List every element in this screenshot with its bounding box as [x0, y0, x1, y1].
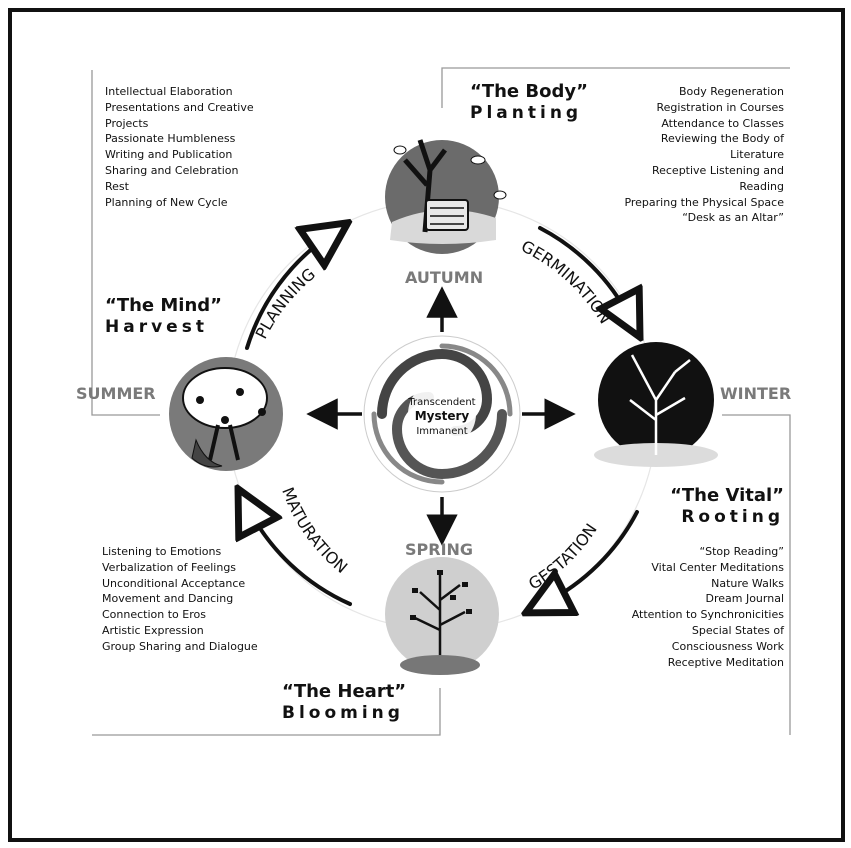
body-list-item: Receptive Listening and	[651, 163, 784, 177]
body-list-item: Registration in Courses	[656, 100, 785, 114]
gestation-arrow	[545, 510, 639, 603]
heart-list-item: Listening to Emotions	[102, 545, 222, 558]
vital-list-item: Consciousness Work	[671, 639, 784, 653]
summer-fruit-tree-icon	[169, 357, 283, 471]
heart-list-item: Unconditional Acceptance	[102, 576, 246, 590]
vital-list-item: “Stop Reading”	[699, 545, 784, 558]
mind-list-item: Passionate Humbleness	[105, 132, 236, 146]
heart-list-item: Group Sharing and Dialogue	[102, 639, 258, 653]
germination-label: GERMINATION	[518, 237, 615, 328]
vital-list-item: Receptive Meditation	[667, 655, 784, 669]
heart-list-item: Connection to Eros	[102, 608, 206, 622]
vital-list-item: Attention to Synchronicities	[631, 608, 784, 622]
mind-list-item: Intellectual Elaboration	[105, 85, 233, 98]
vital-list-item: Special States of	[691, 623, 784, 637]
center-line-3: Immanent	[416, 426, 467, 437]
body-list-item: Preparing the Physical Space	[624, 195, 784, 209]
body-subtitle: Planting	[470, 103, 583, 123]
body-list-item: Reviewing the Body of	[660, 132, 784, 146]
maturation-arrow	[248, 508, 352, 606]
svg-text:GERMINATION: GERMINATION	[518, 237, 615, 328]
mind-list-item: Sharing and Celebration	[105, 163, 239, 177]
mind-list-item: Projects	[105, 116, 149, 130]
mind-list-item: Rest	[105, 179, 129, 193]
heart-list-item: Verbalization of Feelings	[102, 560, 237, 574]
vital-heading: “The Vital” Rooting	[670, 486, 784, 528]
season-spring: SPRING	[405, 540, 474, 559]
vital-list-item: Dream Journal	[705, 592, 784, 606]
mind-list-item: Writing and Publication	[105, 148, 233, 162]
season-summer: SUMMER	[76, 384, 156, 403]
mind-heading: “The Mind” Harvest	[105, 296, 222, 338]
heart-list-item: Artistic Expression	[102, 623, 204, 637]
autumn-tree-basket-icon	[385, 139, 507, 254]
heart-title: “The Heart”	[282, 681, 407, 702]
planning-arrow	[245, 235, 330, 350]
body-list-item: Literature	[730, 148, 784, 162]
center-arrows	[306, 286, 576, 546]
mind-title: “The Mind”	[105, 295, 223, 316]
mind-subtitle: Harvest	[105, 317, 208, 337]
winter-bare-tree-icon	[594, 342, 718, 467]
heart-list-item: Movement and Dancing	[102, 592, 234, 606]
center-line-1: Transcendent	[407, 397, 475, 408]
vital-list-item: Nature Walks	[711, 576, 784, 590]
body-list-item: Reading	[739, 179, 784, 193]
cycle-arrows	[247, 228, 637, 604]
germination-arrow	[538, 226, 630, 318]
body-list-item: “Desk as an Altar”	[682, 211, 784, 225]
connector-lines	[91, 67, 791, 736]
body-list-item: Body Regeneration	[678, 85, 784, 98]
vital-title: “The Vital”	[670, 485, 784, 506]
center-mystery: Transcendent Mystery Immanent	[363, 335, 521, 493]
body-heading: “The Body” Planting	[470, 82, 588, 124]
svg-text:GESTATION: GESTATION	[525, 520, 601, 593]
heart-heading: “The Heart” Blooming	[282, 682, 406, 724]
heart-subtitle: Blooming	[282, 703, 404, 723]
season-winter: WINTER	[720, 384, 792, 403]
mind-list-item: Presentations and Creative	[105, 100, 254, 114]
vital-list-item: Vital Center Meditations	[651, 560, 784, 574]
season-autumn: AUTUMN	[405, 268, 484, 287]
spring-flowering-tree-icon	[385, 557, 499, 675]
body-list-item: Attendance to Classes	[661, 116, 784, 130]
gestation-label: GESTATION	[525, 520, 601, 593]
vital-subtitle: Rooting	[681, 507, 784, 527]
spiral-swirl-icon	[371, 343, 513, 485]
mind-list-item: Planning of New Cycle	[105, 195, 228, 209]
body-title: “The Body”	[470, 81, 588, 102]
center-line-2: Mystery	[415, 409, 470, 423]
